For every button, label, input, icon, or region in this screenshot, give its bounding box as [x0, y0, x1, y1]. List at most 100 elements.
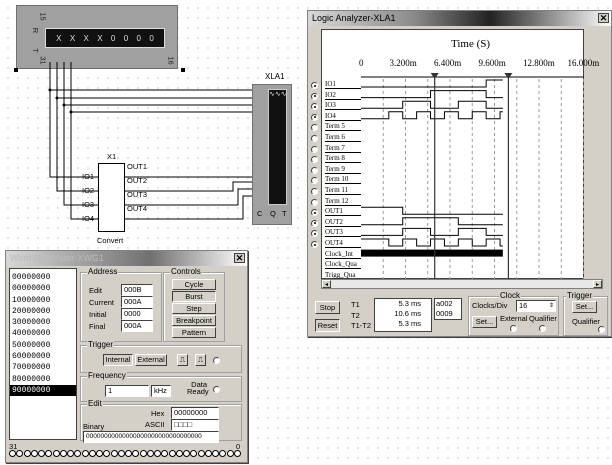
current-address-field[interactable]: 000A	[121, 296, 153, 308]
trigger-qualifier-radio[interactable]	[598, 326, 605, 333]
word-list-item[interactable]: 90000000	[10, 384, 76, 397]
time-tick-label: 3.200m	[389, 58, 417, 68]
final-address-field[interactable]: 000A	[121, 320, 153, 332]
channel-label: IO1	[325, 80, 361, 89]
word-list-item[interactable]: 30000000	[12, 318, 51, 328]
scroll-right-button[interactable]: ▸	[593, 280, 602, 288]
clocks-per-div-value: 16	[519, 301, 528, 310]
channel-radio[interactable]	[311, 156, 318, 164]
subcircuit-ref: X1	[107, 152, 117, 161]
falling-edge-icon[interactable]: ⎍	[195, 354, 206, 366]
word-list-item[interactable]: 20000000	[12, 306, 51, 316]
hex-field[interactable]: 00000000	[171, 407, 219, 419]
word-list-item[interactable]: 50000000	[12, 340, 51, 350]
channel-label: IO4	[325, 112, 361, 121]
waveform-display[interactable]	[321, 29, 584, 279]
clocks-per-div-label: Clocks/Div	[472, 301, 508, 310]
horizontal-scrollbar[interactable]: ◂ ▸	[321, 279, 603, 289]
stop-button[interactable]: Stop	[315, 301, 340, 314]
trigger-radio[interactable]	[213, 357, 220, 364]
trigger-label: Trigger	[87, 340, 115, 349]
channel-radio[interactable]	[311, 113, 318, 121]
word-list-item[interactable]: 60000000	[12, 352, 51, 362]
bit-pin-icon	[110, 450, 118, 457]
external-trigger-button[interactable]: External	[135, 354, 167, 366]
time-tick-label: 12.800m	[523, 58, 555, 68]
ascii-field[interactable]: □□□□	[171, 419, 219, 431]
external-radio[interactable]	[510, 325, 517, 332]
control-button-cycle[interactable]: Cycle	[172, 279, 216, 290]
channel-label: IO3	[325, 101, 361, 111]
cursor-t2-handle-icon[interactable]	[504, 73, 513, 79]
t1-label: T1	[351, 300, 360, 309]
frequency-input[interactable]: 1	[105, 385, 149, 397]
word-list-item[interactable]: 80000000	[12, 374, 51, 384]
channel-radio[interactable]	[311, 230, 318, 238]
word-list-item[interactable]: 10000000	[12, 295, 51, 305]
bit-pin-icon	[59, 450, 67, 457]
reset-button[interactable]: Reset	[315, 319, 340, 332]
control-button-breakpoint[interactable]: Breakpoint	[172, 315, 216, 326]
bit-pin-icon	[30, 450, 38, 457]
channel-radio[interactable]	[311, 145, 318, 153]
channel-radio[interactable]	[311, 209, 318, 217]
data-ready-radio[interactable]	[213, 386, 220, 393]
title-bar[interactable]: Logic Analyzer-XLA1✕	[308, 11, 611, 26]
spinner-arrows-icon[interactable]: ⇕	[548, 303, 554, 309]
schematic-wires	[14, 62, 257, 220]
channel-radio[interactable]	[311, 82, 318, 89]
bit-pin-icon	[45, 450, 53, 457]
binary-field[interactable]: 00000000000000000000000000000000	[83, 431, 219, 443]
close-button[interactable]: ✕	[598, 13, 609, 23]
channel-radio[interactable]	[311, 135, 318, 142]
word-list-item[interactable]: 00000000	[12, 273, 51, 282]
hex-label: Hex	[151, 409, 165, 418]
channel-label: IO2	[325, 91, 361, 100]
edit-address-field[interactable]: 000B	[121, 284, 153, 296]
control-button-burst[interactable]: Burst	[172, 291, 216, 302]
frequency-unit-select[interactable]: kHz	[151, 385, 171, 397]
channel-label: OUT3	[325, 228, 361, 238]
logic-analyzer-component[interactable]: ∿∿∿∿∿∿∿∿∿∿∿∿∿ C Q T	[252, 84, 292, 225]
cursor-t1-handle-icon[interactable]	[430, 73, 439, 79]
trigger-set-button[interactable]: Set...	[572, 301, 597, 313]
subcircuit-input-label: IO1	[82, 172, 95, 181]
internal-trigger-button[interactable]: Internal	[103, 354, 133, 366]
word-list-item[interactable]: 00000000	[12, 284, 51, 294]
clock-group: Clock Clocks/Div 16⇕ Set... External Qua…	[468, 291, 559, 336]
clocks-per-div-spinner[interactable]: 16 ⇕	[516, 300, 556, 312]
rising-edge-icon[interactable]: ⎍	[177, 354, 188, 366]
control-button-pattern[interactable]: Pattern	[172, 327, 216, 338]
channel-radio[interactable]	[311, 166, 318, 174]
clock-set-button[interactable]: Set...	[472, 316, 497, 328]
word-list-item[interactable]: 40000000	[12, 329, 51, 339]
close-button[interactable]: ✕	[234, 253, 245, 263]
external-label: External	[500, 314, 528, 323]
channel-label: Term 10	[325, 175, 361, 185]
bit-pin-icon	[197, 450, 205, 457]
channel-radio[interactable]	[311, 198, 318, 206]
initial-address-field[interactable]: 0000	[121, 308, 153, 320]
channel-radio[interactable]	[311, 188, 318, 195]
bit-pin-icon	[204, 450, 212, 457]
channel-radio[interactable]	[311, 177, 318, 185]
channel-radio[interactable]	[311, 219, 318, 227]
channel-radio[interactable]	[311, 103, 318, 111]
channel-radio[interactable]	[311, 92, 318, 100]
clock-qualifier-radio[interactable]	[539, 325, 546, 332]
control-button-step[interactable]: Step	[172, 303, 216, 314]
time-tick-label: 9.600m	[478, 58, 506, 68]
trigger-qualifier-label: Qualifier	[572, 317, 600, 326]
channel-radio[interactable]	[311, 124, 318, 132]
title-bar[interactable]: Word Generator-XWG1✕	[6, 251, 247, 266]
scroll-left-button[interactable]: ◂	[322, 280, 331, 288]
channel-label: Term 5	[325, 122, 361, 132]
convert-subcircuit[interactable]	[98, 163, 125, 232]
word-list-item[interactable]: 70000000	[12, 363, 51, 373]
channel-radio[interactable]	[311, 241, 318, 248]
trigger-label: Trigger	[566, 291, 594, 300]
